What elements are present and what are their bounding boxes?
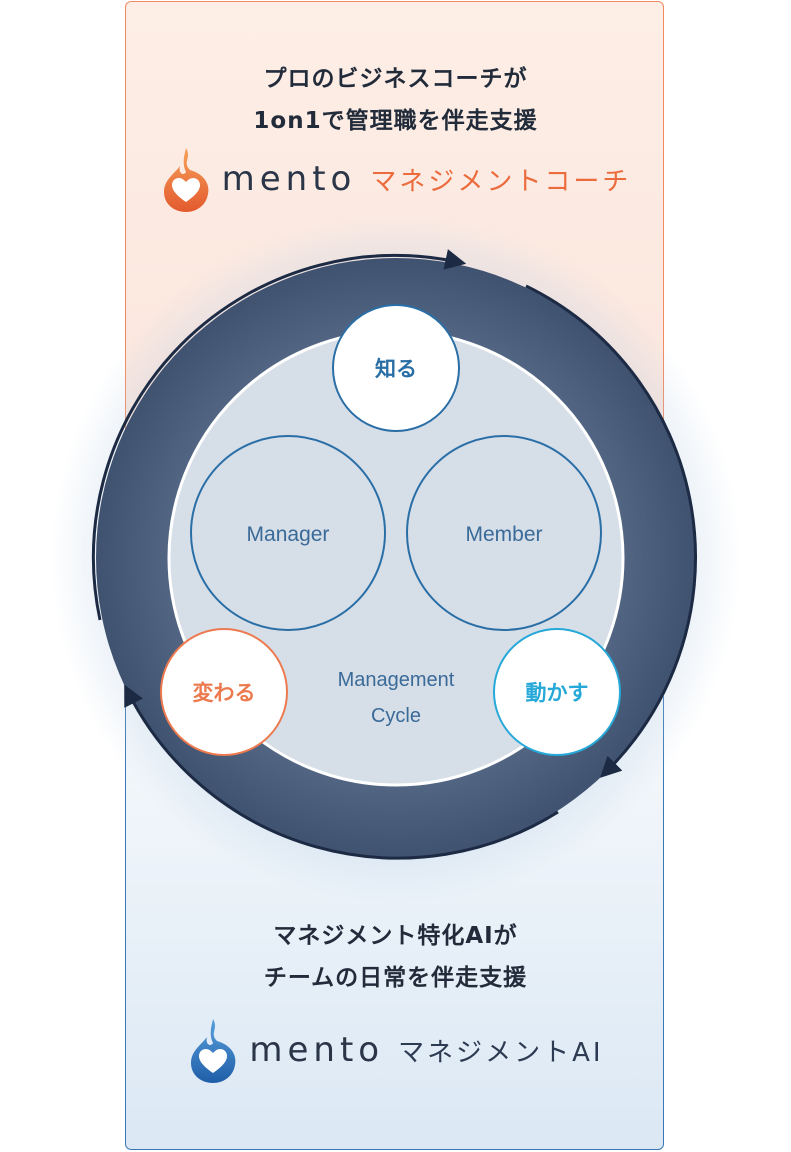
coach-product-name: マネジメントコーチ — [370, 166, 632, 197]
step-know-circle — [332, 304, 460, 432]
cycle-arrow-right — [525, 284, 697, 778]
step-change-label: 変わる — [193, 681, 256, 705]
step-act-label: 動かす — [526, 681, 589, 705]
cycle-center-line1: Management — [338, 669, 455, 691]
cycle-center-line2: Cycle — [371, 705, 421, 727]
cycle-arrow-top — [92, 249, 467, 621]
coach-logo: mento マネジメントコーチ — [126, 144, 665, 214]
ai-wordmark: mento — [249, 1030, 385, 1070]
coach-wordmark: mento — [221, 159, 357, 199]
ai-headline: マネジメント特化AIが チームの日常を伴走支援 — [126, 915, 665, 999]
cycle-arrow-bottom — [124, 684, 559, 860]
manager-label: Manager — [247, 523, 330, 546]
step-change-circle — [160, 628, 288, 756]
flame-heart-icon — [163, 148, 208, 212]
ai-headline-line2: チームの日常を伴走支援 — [263, 965, 528, 991]
manager-circle — [190, 435, 386, 631]
member-circle — [406, 435, 602, 631]
flame-heart-icon — [191, 1019, 236, 1083]
step-act-circle — [493, 628, 621, 756]
ai-product-name: マネジメントAI — [398, 1037, 604, 1068]
coach-headline-line1: プロのビジネスコーチが — [263, 66, 528, 92]
coach-headline: プロのビジネスコーチが 1on1で管理職を伴走支援 — [126, 58, 665, 142]
ai-headline-line1: マネジメント特化AIが — [273, 923, 518, 949]
step-know-label: 知る — [375, 357, 417, 381]
ai-logo: mento マネジメントAI — [126, 1015, 665, 1085]
coach-headline-line2: 1on1で管理職を伴走支援 — [253, 108, 538, 134]
member-label: Member — [465, 523, 542, 546]
